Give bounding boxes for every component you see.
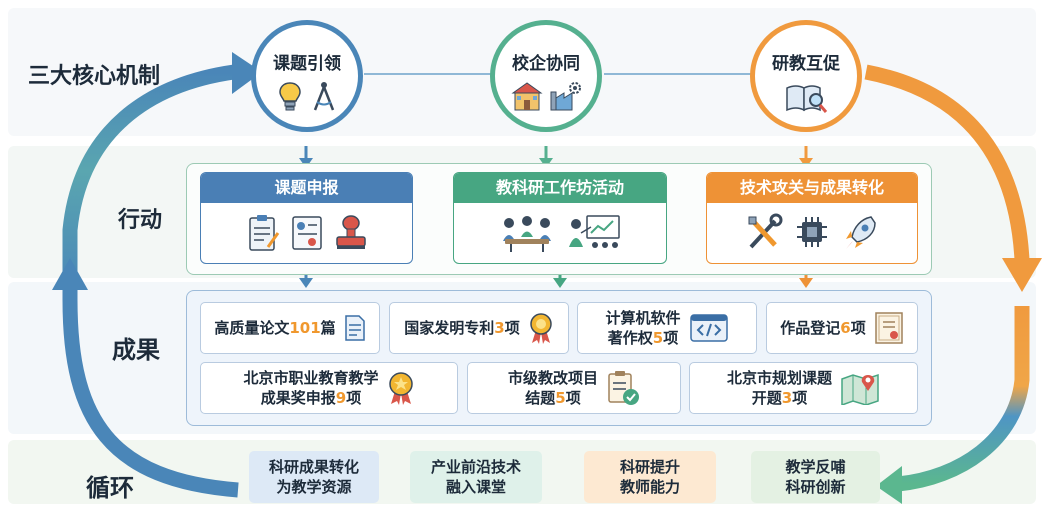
result-card-planning-topics: 北京市规划课题 开题3项 — [689, 362, 918, 414]
cycle-box-research-to-teachers: 科研提升教师能力 — [584, 451, 716, 503]
mechanisms-row-label: 三大核心机制 — [28, 64, 161, 89]
school-icon — [511, 82, 543, 111]
action-workshop: 教科研工作坊活动 — [453, 172, 667, 264]
code-window-icon — [689, 314, 728, 342]
result-text: 北京市规划课题 开题3项 — [726, 369, 832, 407]
result-text: 市级教改项目 结题5项 — [507, 369, 598, 407]
book-magnifier-icon — [786, 85, 828, 113]
chip-icon — [797, 217, 827, 247]
result-text: 高质量论文101篇 — [214, 319, 336, 337]
factory-icon — [550, 82, 581, 111]
result-text: 作品登记6项 — [780, 319, 866, 337]
lightbulb-icon — [279, 82, 301, 111]
presentation-icon — [569, 215, 620, 248]
checklist-icon — [608, 371, 639, 405]
stamp-icon — [335, 215, 366, 249]
result-text: 北京市职业教育教学 成果奖申报9项 — [243, 369, 379, 407]
action-title: 教科研工作坊活动 — [454, 173, 666, 203]
result-card-works-registration: 作品登记6项 — [766, 302, 918, 354]
action-title: 技术攻关与成果转化 — [707, 173, 917, 203]
clipboard-icon — [248, 215, 279, 251]
tools-icon — [748, 213, 783, 249]
mechanism-school-enterprise: 校企协同 — [490, 20, 602, 132]
cycle-box-industry-to-classroom: 产业前沿技术融入课堂 — [410, 451, 542, 503]
certificate-seal-icon — [874, 312, 903, 344]
map-pin-icon — [841, 373, 879, 405]
rocket-icon — [846, 216, 876, 249]
award-medal-icon — [388, 372, 413, 405]
mechanism-title: 课题引领 — [273, 54, 341, 74]
result-text: 国家发明专利3项 — [404, 319, 520, 337]
result-card-patents: 国家发明专利3项 — [389, 302, 569, 354]
result-card-reform-projects: 市级教改项目 结题5项 — [467, 362, 681, 414]
mechanism-topic-lead: 课题引领 — [251, 20, 363, 132]
actions-row-label: 行动 — [118, 208, 163, 233]
document-icon — [344, 315, 365, 341]
results-row-label: 成果 — [112, 336, 160, 364]
meeting-icon — [503, 216, 551, 252]
result-card-software-copyright: 计算机软件 著作权5项 — [577, 302, 757, 354]
action-tech-transfer: 技术攻关与成果转化 — [706, 172, 918, 264]
action-topic-application: 课题申报 — [200, 172, 413, 264]
cycle-box-teaching-to-research: 教学反哺科研创新 — [751, 451, 880, 503]
action-title: 课题申报 — [201, 173, 412, 203]
cycle-row-label: 循环 — [86, 474, 134, 502]
mechanism-title: 校企协同 — [512, 54, 580, 74]
certificate-icon — [291, 216, 322, 250]
patent-medal-icon — [529, 313, 552, 344]
mechanism-research-teaching: 研教互促 — [750, 20, 862, 132]
compass-icon — [313, 82, 335, 111]
result-card-papers: 高质量论文101篇 — [200, 302, 380, 354]
result-text: 计算机软件 著作权5项 — [605, 309, 681, 347]
cycle-box-results-to-teaching: 科研成果转化为教学资源 — [249, 451, 379, 503]
mechanism-title: 研教互促 — [772, 54, 840, 74]
result-card-teaching-award: 北京市职业教育教学 成果奖申报9项 — [200, 362, 458, 414]
